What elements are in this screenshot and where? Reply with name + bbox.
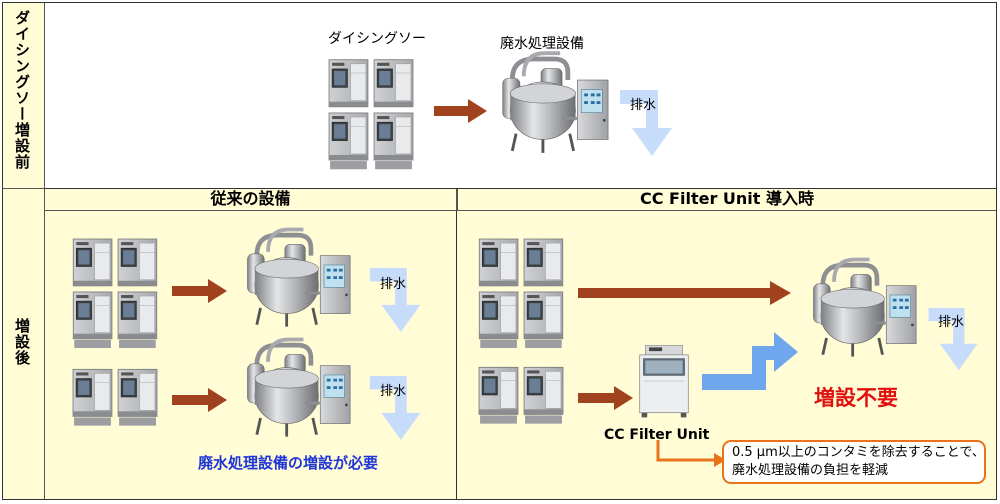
wastewater-facility — [240, 336, 352, 442]
process-arrow — [578, 386, 633, 410]
before-panel — [45, 3, 996, 189]
drain-label: 排水 — [380, 277, 407, 292]
side-label-after: 増設後 — [13, 318, 31, 366]
expansion-required-note: 廃水処理設備の増設が必要 — [198, 454, 379, 472]
callout-line-1: 0.5 μm以上のコンタミを除去することで、 — [732, 445, 985, 460]
cc-filter-unit-label: CC Filter Unit — [604, 427, 710, 443]
filtered-flow-arrow — [702, 332, 798, 390]
callout-connector — [656, 440, 726, 467]
cc-filter-title: CC Filter Unit 導入時 — [457, 189, 996, 211]
wastewater-facility — [495, 50, 610, 158]
process-arrow — [172, 279, 227, 303]
dicing-saw-pair — [72, 368, 158, 428]
callout-line-2: 廃水処理設備の負担を軽減 — [732, 463, 889, 478]
dicing-saw-group — [478, 238, 564, 350]
no-expansion-label: 増設不要 — [814, 386, 898, 410]
conventional-title: 従来の設備 — [45, 189, 457, 211]
side-column-before — [3, 3, 45, 189]
wastewater-facility — [806, 256, 918, 362]
direct-flow-arrow — [578, 281, 791, 305]
drain-label: 排水 — [630, 98, 657, 113]
side-label-before: ダイシングソー増設前 — [13, 10, 31, 170]
side-column-after — [3, 189, 45, 499]
wastewater-facility — [240, 226, 352, 332]
drain-label: 排水 — [380, 384, 407, 399]
dicing-saw-group — [72, 238, 158, 350]
saw-label: ダイシングソー — [328, 31, 426, 47]
process-arrow — [434, 99, 487, 123]
callout-box: 0.5 μm以上のコンタミを除去することで、 廃水処理設備の負担を軽減 — [722, 440, 986, 484]
drain-label: 排水 — [938, 315, 965, 330]
process-arrow — [172, 388, 227, 412]
dicing-saw-group — [328, 58, 414, 172]
conventional-panel — [45, 189, 457, 499]
facility-label: 廃水処理設備 — [500, 36, 584, 52]
dicing-saw-pair — [478, 366, 564, 426]
cc-filter-unit-device — [639, 345, 689, 418]
